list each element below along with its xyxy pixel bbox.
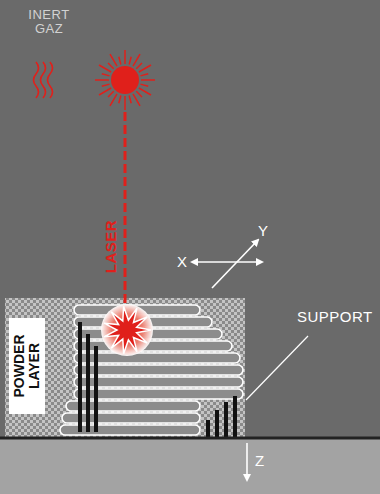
part-label: SUPPORT <box>297 308 373 325</box>
laser-ray <box>129 95 131 103</box>
support-bar <box>78 322 82 432</box>
part-layer <box>62 413 200 423</box>
support-bar <box>215 410 219 437</box>
laser-source <box>95 50 155 110</box>
laser-beam <box>124 112 127 318</box>
melt-burst <box>104 306 151 354</box>
axis-label: Z <box>255 452 265 469</box>
laser-ray <box>110 54 117 66</box>
laser-source-core <box>111 66 139 94</box>
build-plate <box>0 438 380 494</box>
leader-line <box>246 336 308 400</box>
laser-ray <box>99 65 111 72</box>
laser-ray <box>139 65 151 72</box>
beam-label: LASER <box>103 219 120 272</box>
laser-ray <box>124 96 126 110</box>
x-axis <box>196 261 262 263</box>
laser-ray <box>136 91 142 97</box>
base-line <box>0 437 380 440</box>
gas-wave <box>41 62 46 98</box>
laser-ray <box>129 57 131 65</box>
laser-ray <box>124 50 126 64</box>
part-layer <box>74 353 240 363</box>
support-bar <box>206 420 210 437</box>
laser-ray <box>102 74 110 76</box>
laser-ray <box>136 63 142 69</box>
laser-ray <box>99 88 111 95</box>
gas-flow <box>34 62 53 98</box>
laser-ray <box>140 74 148 76</box>
gas-wave <box>48 62 53 98</box>
node-text: POWDER LAYER <box>12 318 42 414</box>
laser-ray <box>108 63 114 69</box>
laser-ray <box>133 94 140 106</box>
laser-ray <box>110 94 117 106</box>
laser-ray <box>108 91 114 97</box>
z-axis <box>246 443 248 480</box>
y-axis <box>212 240 258 288</box>
part-layer <box>74 389 243 399</box>
gas-label: INERT GAZ <box>28 8 70 36</box>
part-layer <box>74 377 243 387</box>
laser-ray <box>119 95 121 103</box>
support-bar <box>233 396 237 437</box>
laser-ray <box>95 79 109 81</box>
laser-ray <box>133 54 140 66</box>
laser-ray <box>139 88 151 95</box>
laser-ray <box>140 84 148 86</box>
support-bar <box>94 346 98 432</box>
laser-ray <box>141 79 155 81</box>
support-bar <box>86 334 90 432</box>
laser-ray <box>119 57 121 65</box>
part-layer <box>74 365 243 375</box>
axis-label: X <box>177 253 188 270</box>
powder-bed <box>5 298 245 438</box>
powder-layer-tag: POWDER LAYER <box>9 318 45 414</box>
laser-ray <box>102 84 110 86</box>
melt-glow <box>101 304 153 356</box>
axis-label: Y <box>258 222 269 239</box>
axes <box>196 240 262 480</box>
gas-wave <box>34 62 39 98</box>
support-bar <box>224 402 228 437</box>
